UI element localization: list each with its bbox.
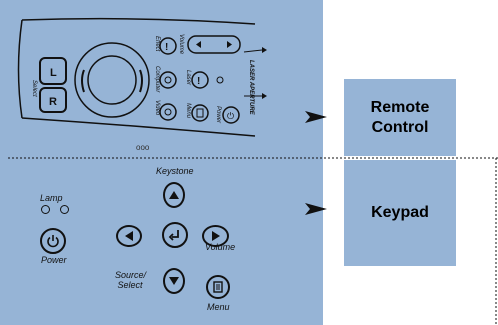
power-button[interactable] xyxy=(40,228,66,254)
remote-menu-label: Menu xyxy=(185,103,191,119)
remote-r-label: R xyxy=(49,96,57,108)
triangle-left-icon xyxy=(125,231,133,241)
triangle-up-icon xyxy=(169,191,179,199)
lamp-indicator-left xyxy=(41,205,50,214)
svg-text:ooo: ooo xyxy=(136,143,150,152)
enter-button[interactable] xyxy=(162,222,188,248)
svg-text:!: ! xyxy=(197,76,200,87)
remote-effect-label: Effect xyxy=(154,36,160,52)
menu-button[interactable] xyxy=(206,275,230,299)
menu-icon xyxy=(213,281,223,293)
illustration-panel: L R Select ! Effect Volume Computer ! La… xyxy=(0,0,323,325)
remote-control-callout-text: Remote Control xyxy=(370,98,430,136)
remote-pointer-arrow xyxy=(305,111,327,123)
remote-volume-label: Volume xyxy=(178,34,184,55)
left-arrow-button[interactable] xyxy=(116,225,142,247)
power-label: Power xyxy=(41,255,67,265)
remote-select-label: Select xyxy=(31,80,37,97)
keystone-label: Keystone xyxy=(156,166,194,176)
source-select-label: Source/ Select xyxy=(115,270,147,290)
enter-icon xyxy=(168,230,179,241)
lamp-label: Lamp xyxy=(40,193,63,203)
volume-label: Volume xyxy=(205,242,236,252)
remote-control-drawing: L R Select ! Effect Volume Computer ! La… xyxy=(17,17,267,152)
remote-video-label: Video xyxy=(154,100,160,116)
triangle-right-icon xyxy=(211,231,220,241)
triangle-down-icon xyxy=(169,277,179,285)
menu-label: Menu xyxy=(207,302,230,312)
keypad-callout-text: Keypad xyxy=(371,204,429,221)
remote-power-label: Power xyxy=(215,106,221,124)
volume-right-button[interactable] xyxy=(202,225,229,247)
keypad-callout: Keypad xyxy=(344,160,456,266)
svg-text:!: ! xyxy=(165,42,168,53)
keystone-up-button[interactable] xyxy=(163,182,185,208)
svg-text:⏻: ⏻ xyxy=(227,111,234,121)
power-icon xyxy=(47,235,59,248)
keystone-down-button[interactable] xyxy=(163,268,185,294)
keypad-pointer-arrow xyxy=(305,203,327,215)
remote-computer-label: Computer xyxy=(154,66,160,93)
remote-control-callout: Remote Control xyxy=(344,79,456,156)
remote-laser-label: Laser xyxy=(185,70,191,86)
remote-l-label: L xyxy=(50,67,57,79)
remote-laser-aperture-label: LASER APERTURE xyxy=(248,60,254,116)
lamp-indicator-right xyxy=(60,205,69,214)
